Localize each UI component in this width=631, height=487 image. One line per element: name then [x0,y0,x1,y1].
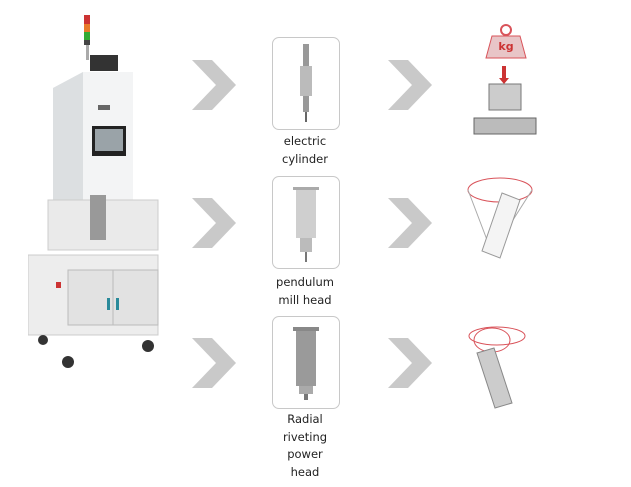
electric-cylinder-image [272,37,340,130]
pendulum-mill-head-image [272,176,340,269]
arrow-right-icon [388,198,432,248]
pressing-diagram: kg [466,22,566,137]
weight-label: kg [498,40,514,53]
pendulum-motion-diagram [467,177,533,259]
press-machine-image [28,15,159,368]
arrow-right-icon [192,198,236,248]
arrow-right-icon [388,60,432,110]
radial-riveting-head-image [272,316,340,409]
arrow-right-icon [192,60,236,110]
arrow-right-icon [388,338,432,388]
radial-motion-diagram [468,326,526,409]
arrow-right-icon [192,338,236,388]
